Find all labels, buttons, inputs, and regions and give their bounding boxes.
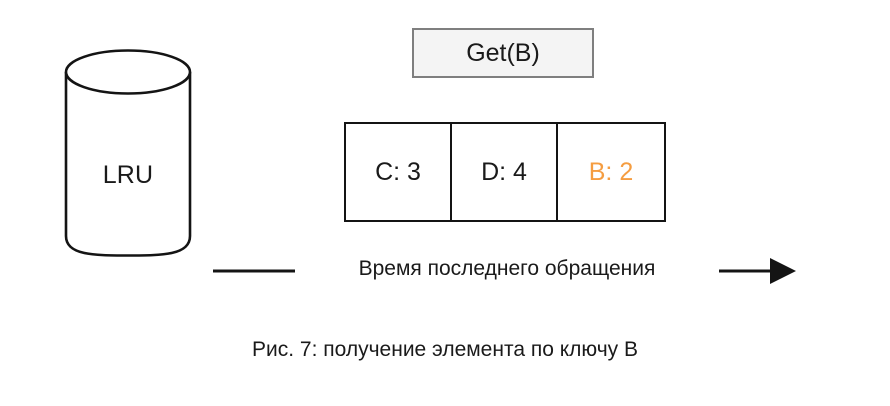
recency-axis-label: Время последнего обращения [295, 255, 719, 283]
recency-axis: Время последнего обращения [210, 252, 800, 292]
cache-cell-label: D: 4 [481, 158, 527, 186]
cache-cell[interactable]: D: 4 [452, 124, 558, 220]
get-operation-box[interactable]: Get(B) [412, 28, 594, 78]
lru-store-cylinder [60, 48, 196, 260]
lru-store-label: LRU [102, 161, 154, 189]
cylinder-database-icon [64, 49, 192, 257]
figure-caption: Рис. 7: получение элемента по ключу B [252, 338, 638, 361]
cache-cell[interactable]: C: 3 [346, 124, 452, 220]
get-operation-label: Get(B) [466, 39, 540, 67]
cache-cell-label: B: 2 [588, 158, 634, 186]
cache-cell-highlighted[interactable]: B: 2 [558, 124, 664, 220]
cache-cell-row: C: 3 D: 4 B: 2 [344, 122, 666, 222]
cache-cell-label: C: 3 [375, 158, 421, 186]
